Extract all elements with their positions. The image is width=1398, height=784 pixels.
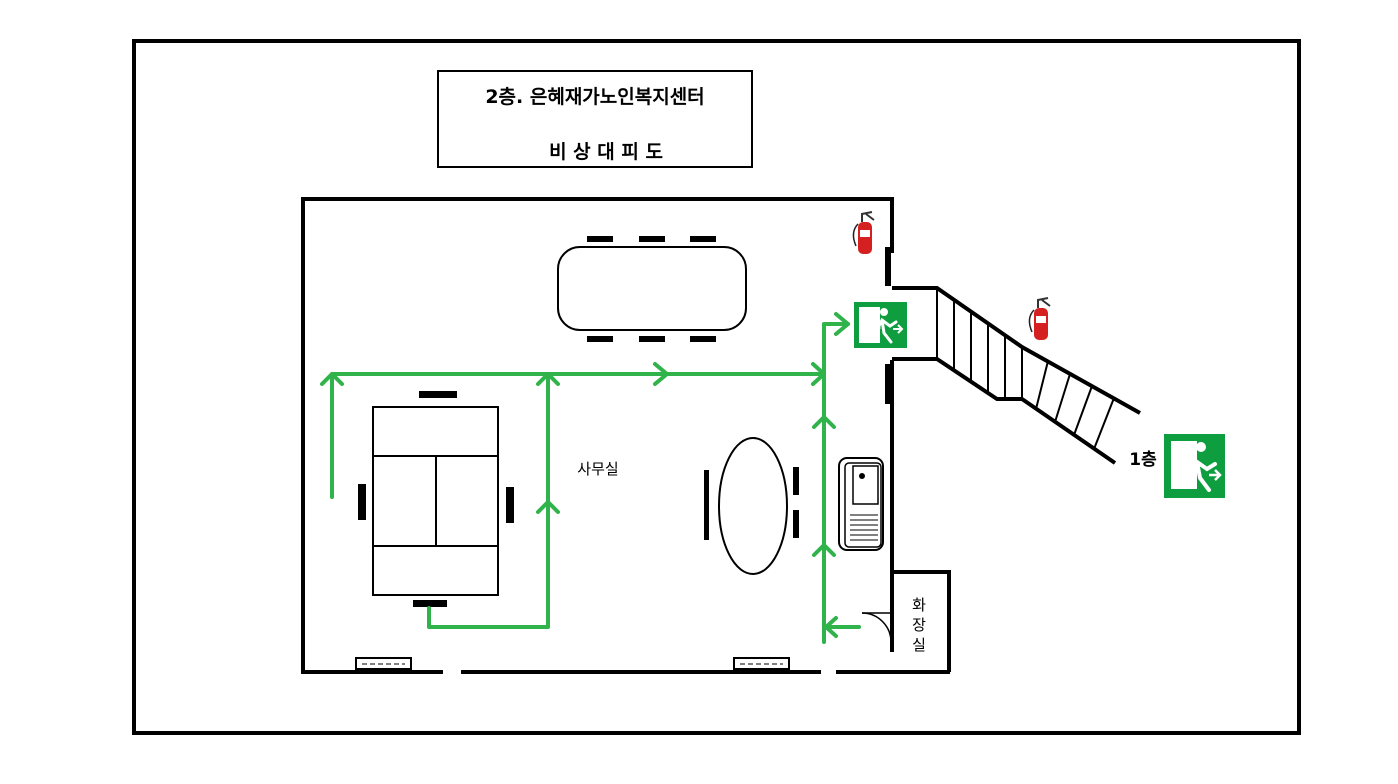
chair (793, 510, 799, 538)
outer-frame (132, 39, 1301, 735)
restroom-door (861, 612, 892, 643)
exit-sign-icon (1164, 434, 1225, 498)
title-box: 2층. 은혜재가노인복지센터 비 상 대 피 도 (437, 70, 753, 168)
stair-corridor (892, 286, 1141, 465)
chair (690, 336, 716, 342)
evacuation-route (320, 312, 861, 644)
chair (587, 336, 613, 342)
chair (639, 336, 665, 342)
desk-cluster (372, 406, 499, 596)
stairs (936, 288, 1115, 450)
water-dispenser (838, 457, 884, 551)
chair (690, 236, 716, 242)
oval-table (704, 437, 799, 575)
floor-1-label: 1층 (1129, 450, 1157, 470)
restroom-label-3: 실 (912, 636, 926, 654)
chair (639, 236, 665, 242)
office-label: 사무실 (577, 460, 618, 478)
fire-extinguisher-icon (852, 211, 875, 254)
chair (358, 484, 366, 520)
chair (419, 391, 457, 398)
chair (413, 600, 447, 607)
building-walls (301, 197, 951, 674)
fire-extinguisher-icon (1028, 297, 1051, 340)
restroom-label-2: 장 (912, 616, 926, 634)
title-line1: 2층. 은혜재가노인복지센터 (485, 86, 704, 108)
chair (587, 236, 613, 242)
restroom-label-1: 화 (912, 596, 926, 614)
chair (793, 467, 799, 495)
chair (704, 470, 709, 540)
exit-sign-icon (854, 302, 907, 348)
title-line2: 비 상 대 피 도 (549, 141, 663, 163)
meeting-table (557, 236, 747, 342)
radiator (733, 657, 790, 670)
chair (506, 487, 514, 523)
radiator (355, 657, 412, 670)
